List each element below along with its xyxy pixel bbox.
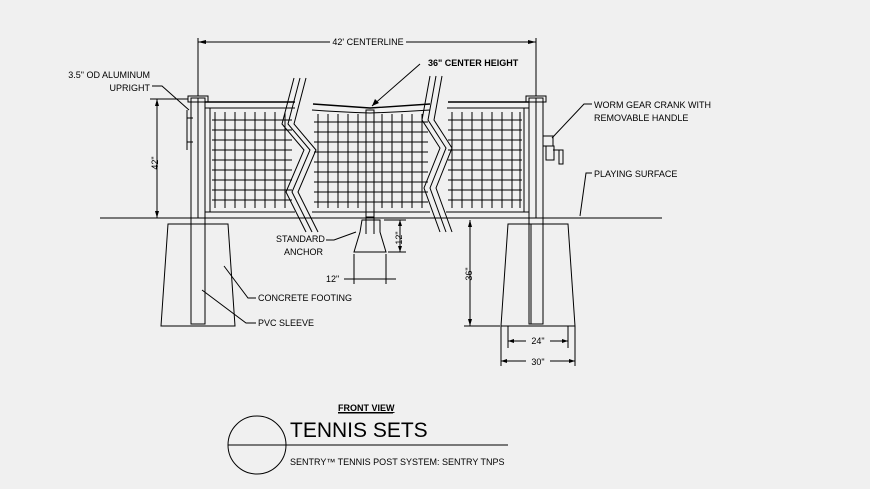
anchor-leader [326, 231, 357, 241]
net-mesh-right [448, 112, 522, 208]
center-height-leader [371, 63, 421, 107]
dimension-footing-depth [464, 220, 500, 327]
crank-label-line1: WORM GEAR CRANK WITH [594, 100, 711, 110]
anchor-depth-label: 12" [394, 231, 404, 244]
center-height-label: 36" CENTER HEIGHT [428, 58, 519, 68]
upright-label-line1: 3.5" OD ALUMINUM [68, 70, 150, 80]
view-label: FRONT VIEW [338, 403, 395, 413]
left-post [186, 95, 209, 325]
net [205, 75, 529, 233]
dimension-footing-widths [500, 326, 576, 366]
crank-leader [551, 103, 592, 139]
net-mesh-left [212, 112, 292, 208]
net-mesh-center [314, 114, 428, 208]
pvc-sleeve-label: PVC SLEEVE [258, 318, 314, 328]
right-post [525, 95, 547, 325]
footing-depth-label: 36" [464, 267, 474, 280]
footing-bottom-width-label: 30" [531, 357, 544, 367]
anchor-label-line1: STANDARD [276, 234, 325, 244]
pvc-sleeve-leader [201, 289, 256, 324]
standard-anchor [353, 218, 387, 253]
title-text: TENNIS SETS [290, 419, 428, 442]
upright-label-line2: UPRIGHT [110, 83, 151, 93]
break-line-right-a [421, 75, 441, 233]
dimension-anchor-depth [384, 219, 406, 253]
concrete-footing-label: CONCRETE FOOTING [258, 293, 352, 303]
anchor-width-label: 12" [326, 274, 339, 284]
playing-surface-label: PLAYING SURFACE [594, 169, 677, 179]
centerline-label: 42' CENTERLINE [332, 37, 403, 47]
post-height-label: 42" [150, 156, 160, 169]
upright-leader [152, 85, 190, 111]
right-concrete-footing [500, 223, 576, 327]
break-line-left-a [281, 77, 307, 233]
worm-gear-crank [542, 135, 564, 165]
concrete-footing-leader [223, 265, 256, 299]
subtitle-text: SENTRY™ TENNIS POST SYSTEM: SENTRY TNPS [290, 457, 505, 467]
playing-surface-leader [579, 172, 592, 217]
dimension-anchor-width [344, 254, 396, 284]
footing-top-width-label: 24" [531, 336, 544, 346]
anchor-label-line2: ANCHOR [284, 247, 324, 257]
dimension-centerline [197, 38, 537, 96]
dimension-post-height [150, 98, 188, 218]
break-line-right-b [433, 75, 453, 233]
crank-label-line2: REMOVABLE HANDLE [594, 113, 688, 123]
break-line-left-b [293, 77, 319, 233]
left-concrete-footing [160, 223, 236, 327]
